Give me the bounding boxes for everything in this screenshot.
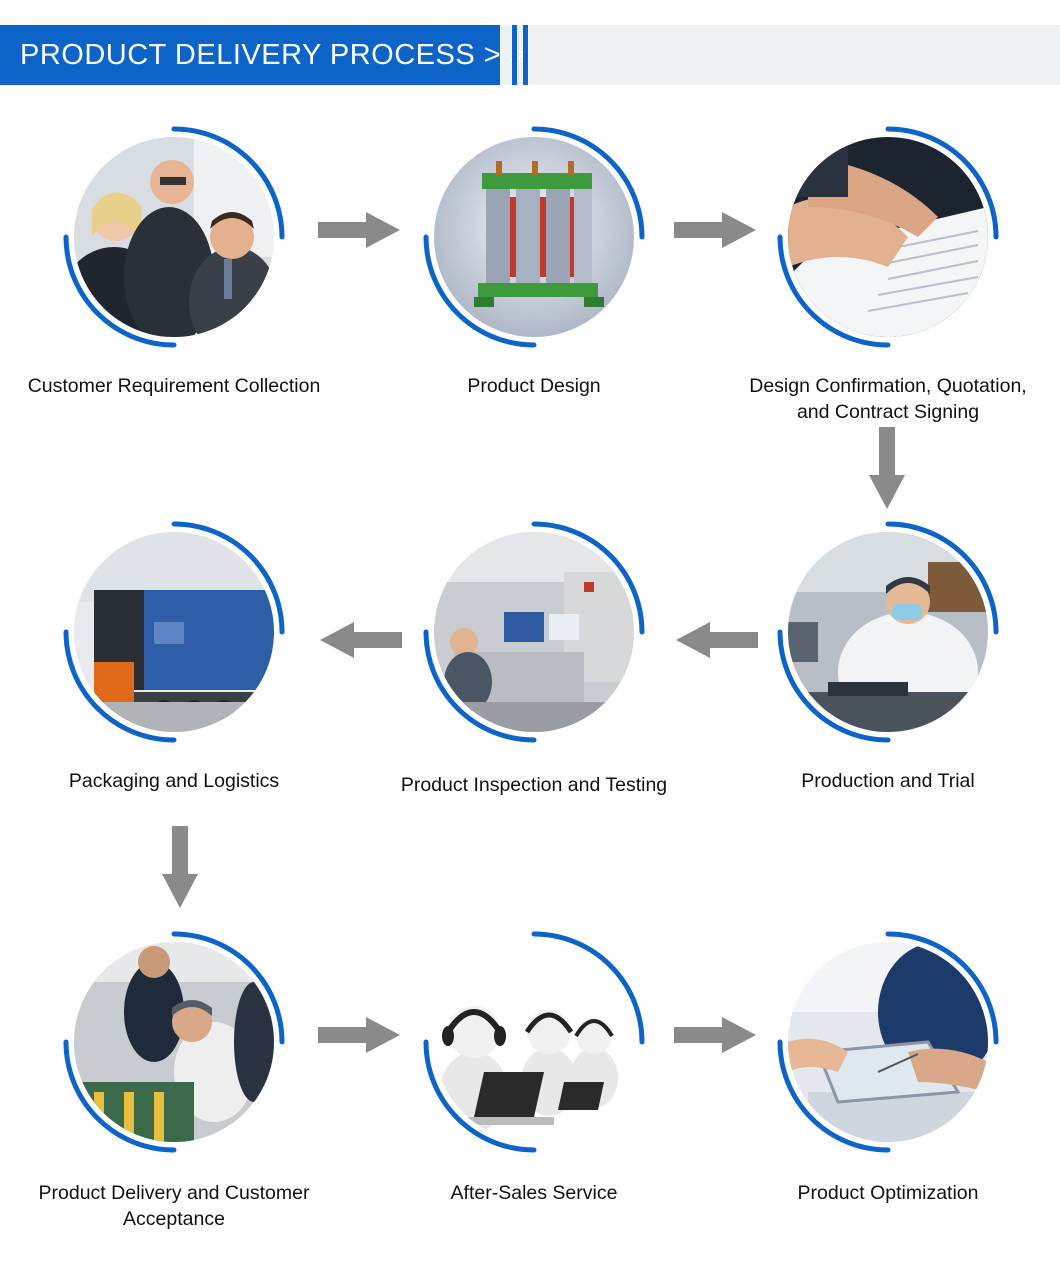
accent-ring: [777, 931, 999, 1153]
contract-signing-photo: [788, 137, 988, 337]
factory-worker-photo: [788, 532, 988, 732]
page-title: PRODUCT DELIVERY PROCESS > >: [20, 39, 528, 71]
step-packaging-logistics: Packaging and Logistics: [24, 520, 324, 840]
step-customer-requirement: Customer Requirement Collection: [24, 125, 324, 445]
step-label: Packaging and Logistics: [68, 770, 280, 792]
accent-ring: [423, 521, 645, 743]
step-image-frame: [62, 930, 286, 1154]
step-image-frame: [422, 930, 646, 1154]
arrow-right-icon: [318, 212, 400, 248]
step-label: Production and Trial: [801, 770, 975, 792]
step-image-frame: [62, 520, 286, 744]
header-title-box: PRODUCT DELIVERY PROCESS > >: [0, 25, 527, 85]
delivery-inspection-photo: [74, 942, 274, 1142]
step-image-frame: [422, 520, 646, 744]
header-stripe: [523, 25, 528, 85]
step-label: Product Design: [467, 375, 601, 397]
step-delivery-acceptance: Product Delivery and Customer Acceptance: [24, 930, 324, 1250]
step-label: Product Inspection and Testing: [400, 774, 668, 796]
accent-ring: [63, 126, 285, 348]
transformer-3d-model: [434, 137, 634, 337]
arrow-down-icon: [869, 427, 905, 509]
step-after-sales: After-Sales Service: [384, 930, 684, 1250]
test-lab-photo: [434, 532, 634, 732]
step-production-trial: Production and Trial: [738, 520, 1038, 840]
header-stripe: [512, 25, 517, 85]
step-product-optimization: Product Optimization: [738, 930, 1038, 1250]
business-meeting-photo: [74, 137, 274, 337]
step-label: After-Sales Service: [450, 1182, 618, 1204]
step-label: Customer Requirement Collection: [27, 375, 321, 397]
step-label: Design Confirmation, Quotation, and Cont…: [749, 375, 1027, 423]
accent-ring: [423, 126, 645, 348]
step-image-frame: [776, 930, 1000, 1154]
accent-ring: [63, 521, 285, 743]
arrow-down-icon: [162, 826, 198, 908]
step-label: Product Optimization: [797, 1182, 979, 1204]
arrow-left-icon: [676, 622, 758, 658]
step-product-design: Product Design: [384, 125, 684, 445]
step-image-frame: [776, 125, 1000, 349]
tablet-analysis-photo: [788, 942, 988, 1142]
step-image-frame: [422, 125, 646, 349]
accent-ring: [777, 521, 999, 743]
accent-ring: [423, 931, 645, 1153]
step-image-frame: [776, 520, 1000, 744]
arrow-right-icon: [674, 1017, 756, 1053]
accent-ring: [63, 931, 285, 1153]
step-image-frame: [62, 125, 286, 349]
accent-ring: [777, 126, 999, 348]
step-inspection-testing: Product Inspection and Testing: [384, 520, 684, 840]
arrow-right-icon: [674, 212, 756, 248]
step-design-confirmation: Design Confirmation, Quotation, and Cont…: [738, 125, 1038, 445]
arrow-left-icon: [320, 622, 402, 658]
step-label: Product Delivery and Customer Acceptance: [38, 1182, 310, 1230]
container-truck-photo: [74, 532, 274, 732]
support-agents-photo: [434, 942, 634, 1142]
arrow-right-icon: [318, 1017, 400, 1053]
